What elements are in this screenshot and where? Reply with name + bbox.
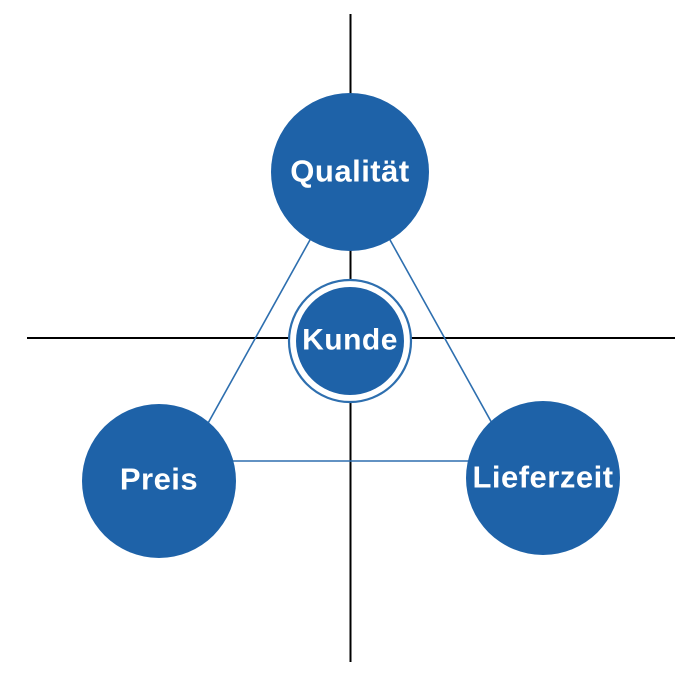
qualitaet-node-label: Qualität bbox=[290, 153, 410, 189]
preis-node-circle bbox=[82, 404, 236, 558]
preis-node-label: Preis bbox=[119, 461, 199, 497]
lieferzeit-node-label: Lieferzeit bbox=[472, 459, 614, 495]
kunde-node-circle bbox=[296, 287, 404, 395]
kunde-node-label: Kunde bbox=[302, 323, 398, 357]
triangle-connector bbox=[185, 166, 515, 462]
qualitaet-node-circle bbox=[271, 93, 429, 251]
lieferzeit-node-circle bbox=[466, 401, 620, 555]
